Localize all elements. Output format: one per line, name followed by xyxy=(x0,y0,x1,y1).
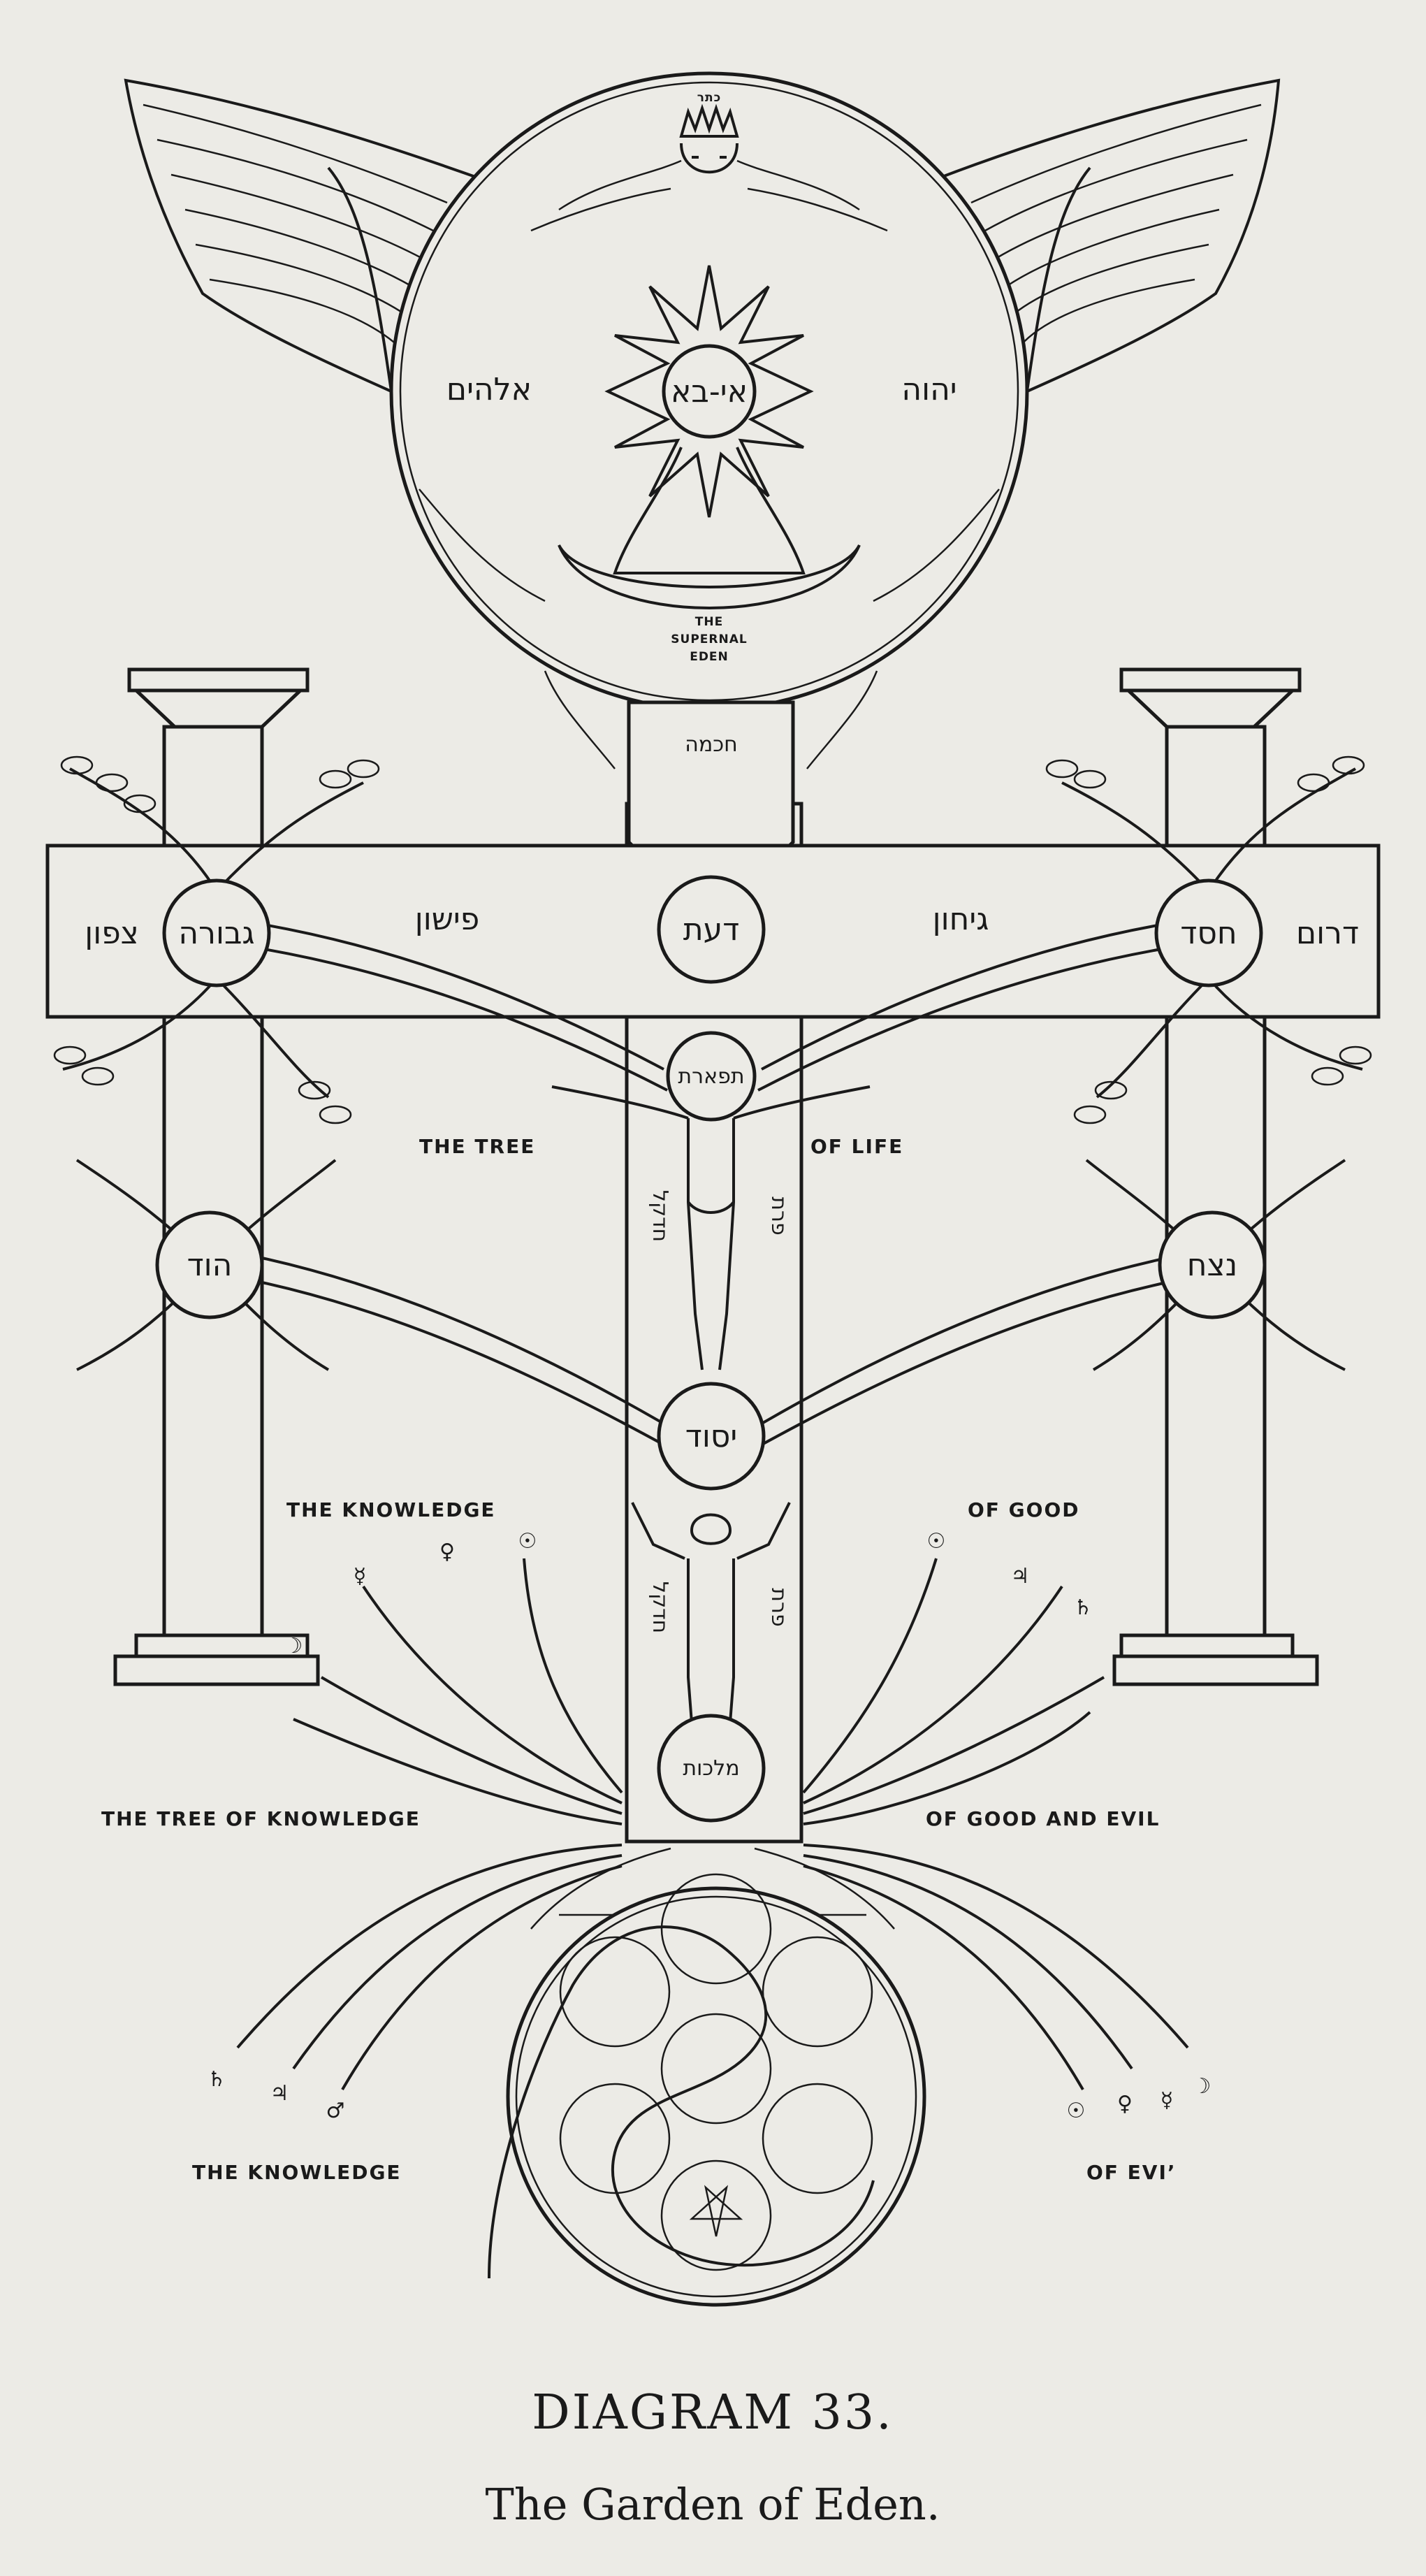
left-wing xyxy=(124,78,491,393)
right-pillar xyxy=(1112,667,1319,1686)
knowledge-of-good-label-left: THE KNOWLEDGE xyxy=(286,1498,496,1521)
evil-symbol-7-icon: ☽ xyxy=(1193,2074,1212,2099)
crown-icon xyxy=(679,103,739,138)
daath-circle xyxy=(657,875,766,984)
sun-symbol-right-icon: ☉ xyxy=(927,1529,946,1554)
left-pillar xyxy=(113,667,320,1686)
yesod-circle xyxy=(657,1382,766,1491)
chesed-label: חסד xyxy=(1180,916,1237,951)
chesed-circle xyxy=(1154,878,1263,987)
geburah-label: גבורה xyxy=(178,916,254,951)
hod-label: הוד xyxy=(187,1247,233,1283)
hod-circle xyxy=(155,1210,264,1319)
daath-label: דעת xyxy=(683,912,739,948)
sun-symbol-icon: ☉ xyxy=(518,1529,537,1554)
malkuth-label: מלכות xyxy=(683,1756,739,1781)
tiphareth-label: תפארת xyxy=(678,1064,744,1089)
evil-symbol-4-icon: ☉ xyxy=(1067,2099,1086,2123)
supernal-caption-1: THE xyxy=(695,615,723,629)
left-divine-name: אלהים xyxy=(446,372,532,407)
evil-symbol-2-icon: ♃ xyxy=(270,2081,289,2106)
diagram-subtitle: The Garden of Eden. xyxy=(485,2479,940,2530)
saturn-icon: ♄ xyxy=(1074,1595,1093,1620)
geburah-circle xyxy=(162,878,271,987)
pison-label: פישון xyxy=(415,902,479,937)
mercury-icon: ☿ xyxy=(354,1564,366,1589)
leaves xyxy=(53,755,1372,1124)
gihon-label: גיחון xyxy=(933,902,989,937)
tiphareth-circle xyxy=(666,1031,757,1122)
netzach-label: נצח xyxy=(1187,1247,1237,1283)
tree-of-knowledge-figure xyxy=(631,1502,791,1818)
right-wing xyxy=(927,78,1281,393)
trunk-left-upper: חדקל xyxy=(648,1190,672,1242)
tree-of-life-figure xyxy=(551,1085,871,1370)
sun-icon xyxy=(604,265,814,518)
tree-of-life-label-right: OF LIFE xyxy=(810,1135,903,1158)
venus-icon: ♀ xyxy=(439,1540,455,1564)
supernal-figure-robe xyxy=(613,447,806,574)
tree-of-knowledge-label-left: THE TREE OF KNOWLEDGE xyxy=(101,1807,421,1830)
supernal-face xyxy=(680,143,739,174)
crown-text: כתר xyxy=(697,91,721,105)
seven-circles xyxy=(559,1873,873,2271)
tree-of-life-label-left: THE TREE xyxy=(419,1135,535,1158)
tsaphon-label: צפון xyxy=(85,916,139,951)
branches-of-good xyxy=(293,1558,1105,1825)
yesod-label: יסוד xyxy=(685,1419,737,1454)
serpent xyxy=(488,1925,875,2279)
knowledge-of-evil-label-left: THE KNOWLEDGE xyxy=(192,2161,402,2184)
trunk-right-upper: פרת xyxy=(766,1196,791,1235)
jupiter-icon: ♃ xyxy=(1011,1564,1030,1589)
evil-symbol-1-icon: ♄ xyxy=(208,2067,226,2092)
evil-symbol-5-icon: ♀ xyxy=(1117,2092,1133,2116)
supernal-caption-2: SUPERNAL xyxy=(671,632,747,646)
trunk-left-lower: חדקל xyxy=(648,1582,672,1633)
supernal-caption-3: EDEN xyxy=(690,650,729,664)
branches-of-evil xyxy=(236,1844,1189,2091)
knowledge-of-evil-label-right: OF EVI’ xyxy=(1086,2161,1177,2184)
evil-symbol-6-icon: ☿ xyxy=(1161,2088,1173,2113)
netzach-circle xyxy=(1158,1210,1267,1319)
right-divine-name: יהוה xyxy=(901,372,956,407)
neck-text: חכמה xyxy=(685,732,737,757)
evil-symbol-3-icon: ♂ xyxy=(326,2099,345,2123)
sun-name: אי-בא xyxy=(671,374,748,410)
diagram-title: DIAGRAM 33. xyxy=(532,2385,894,2440)
lower-eden-circle xyxy=(506,1886,926,2307)
malkuth-circle xyxy=(657,1714,766,1823)
trunk-right-lower: פרת xyxy=(766,1588,791,1626)
tree-of-knowledge-label-right: OF GOOD AND EVIL xyxy=(926,1807,1160,1830)
darom-label: דרום xyxy=(1296,916,1359,951)
moon-symbol-icon: ☽ xyxy=(284,1634,303,1658)
crescent-moon-icon xyxy=(558,544,861,609)
knowledge-of-good-label-right: OF GOOD xyxy=(968,1498,1080,1521)
